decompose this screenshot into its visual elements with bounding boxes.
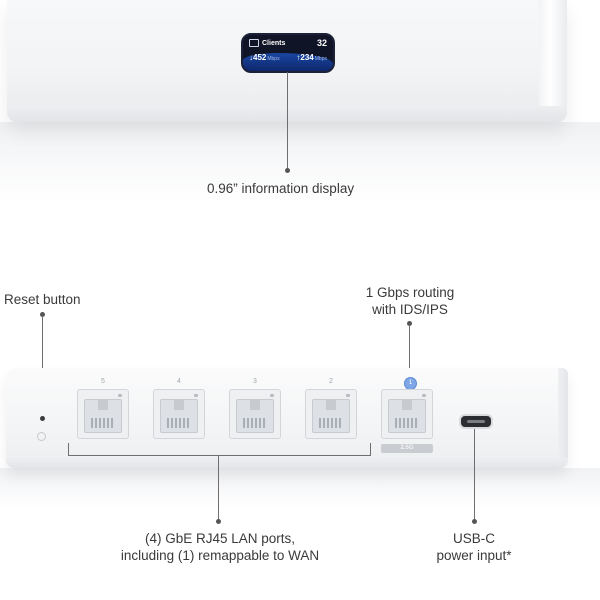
wan-speed-label: 2.5G bbox=[381, 444, 433, 453]
port-led bbox=[194, 394, 198, 397]
reset-button[interactable] bbox=[40, 416, 45, 421]
up-arrow-icon: ↑ bbox=[296, 53, 301, 62]
port-number-4: 4 bbox=[177, 378, 181, 385]
device-corner-bevel bbox=[539, 0, 567, 106]
rj45-port-3[interactable] bbox=[229, 389, 281, 439]
routing-callout-line bbox=[409, 325, 410, 377]
reset-callout-line bbox=[42, 316, 43, 414]
port-led bbox=[422, 394, 426, 397]
rj45-port-4[interactable] bbox=[153, 389, 205, 439]
routing-callout-dot bbox=[407, 321, 412, 326]
usbc-callout-label-1: USB-C bbox=[452, 531, 495, 546]
display-download-value: 452 bbox=[253, 53, 267, 62]
display-download-unit: Mbps bbox=[267, 56, 280, 62]
device-base-edge bbox=[6, 458, 568, 468]
port-number-5: 5 bbox=[101, 378, 105, 385]
rj45-jack bbox=[236, 399, 274, 433]
display-callout-dot bbox=[285, 168, 290, 173]
usbc-callout-line bbox=[474, 429, 475, 519]
top-device-shadow bbox=[0, 122, 600, 202]
port-number-2: 2 bbox=[329, 378, 333, 385]
down-arrow-icon: ↓ bbox=[249, 53, 253, 62]
display-upload-value: 234 bbox=[300, 53, 314, 62]
rj45-port-1-wan[interactable] bbox=[381, 389, 433, 439]
rj45-jack bbox=[160, 399, 198, 433]
wan-port-badge: 1 bbox=[404, 377, 417, 390]
lan-callout-line bbox=[218, 455, 219, 521]
lan-callout-label-1: (4) GbE RJ45 LAN ports, bbox=[144, 531, 296, 546]
display-wave-graphic bbox=[243, 53, 333, 71]
display-clients-count: 32 bbox=[316, 38, 327, 48]
display-title: Clients bbox=[262, 39, 286, 47]
reset-callout-label: Reset button bbox=[4, 292, 81, 307]
rj45-jack bbox=[312, 399, 350, 433]
front-device-shadow bbox=[0, 468, 600, 508]
display-callout-label: 0.96” information display bbox=[207, 181, 355, 196]
rj45-port-2[interactable] bbox=[305, 389, 357, 439]
monitor-icon bbox=[249, 39, 259, 47]
rj45-port-5[interactable] bbox=[77, 389, 129, 439]
device-side-cap bbox=[558, 368, 568, 468]
reset-callout-dot bbox=[40, 312, 45, 317]
port-number-3: 3 bbox=[253, 378, 257, 385]
usb-c-port[interactable] bbox=[459, 414, 493, 429]
lan-callout-label-2: including (1) remappable to WAN bbox=[120, 548, 320, 563]
routing-callout-label-1: 1 Gbps routing bbox=[365, 285, 455, 300]
rj45-jack bbox=[84, 399, 122, 433]
routing-callout-label-2: with IDS/IPS bbox=[372, 302, 448, 317]
usbc-callout-dot bbox=[472, 519, 477, 524]
lan-ports-bracket bbox=[68, 443, 371, 456]
display-callout-line bbox=[287, 72, 288, 168]
lan-callout-dot bbox=[216, 519, 221, 524]
usbc-callout-label-2: power input* bbox=[436, 548, 512, 563]
port-led bbox=[270, 394, 274, 397]
port-led bbox=[118, 394, 122, 397]
rj45-jack bbox=[388, 399, 426, 433]
power-indicator-icon bbox=[37, 432, 46, 441]
information-display: Clients 32 ↓452Mbps ↑234Mbps bbox=[241, 33, 335, 73]
display-upload-unit: Mbps bbox=[314, 56, 327, 62]
port-led bbox=[346, 394, 350, 397]
